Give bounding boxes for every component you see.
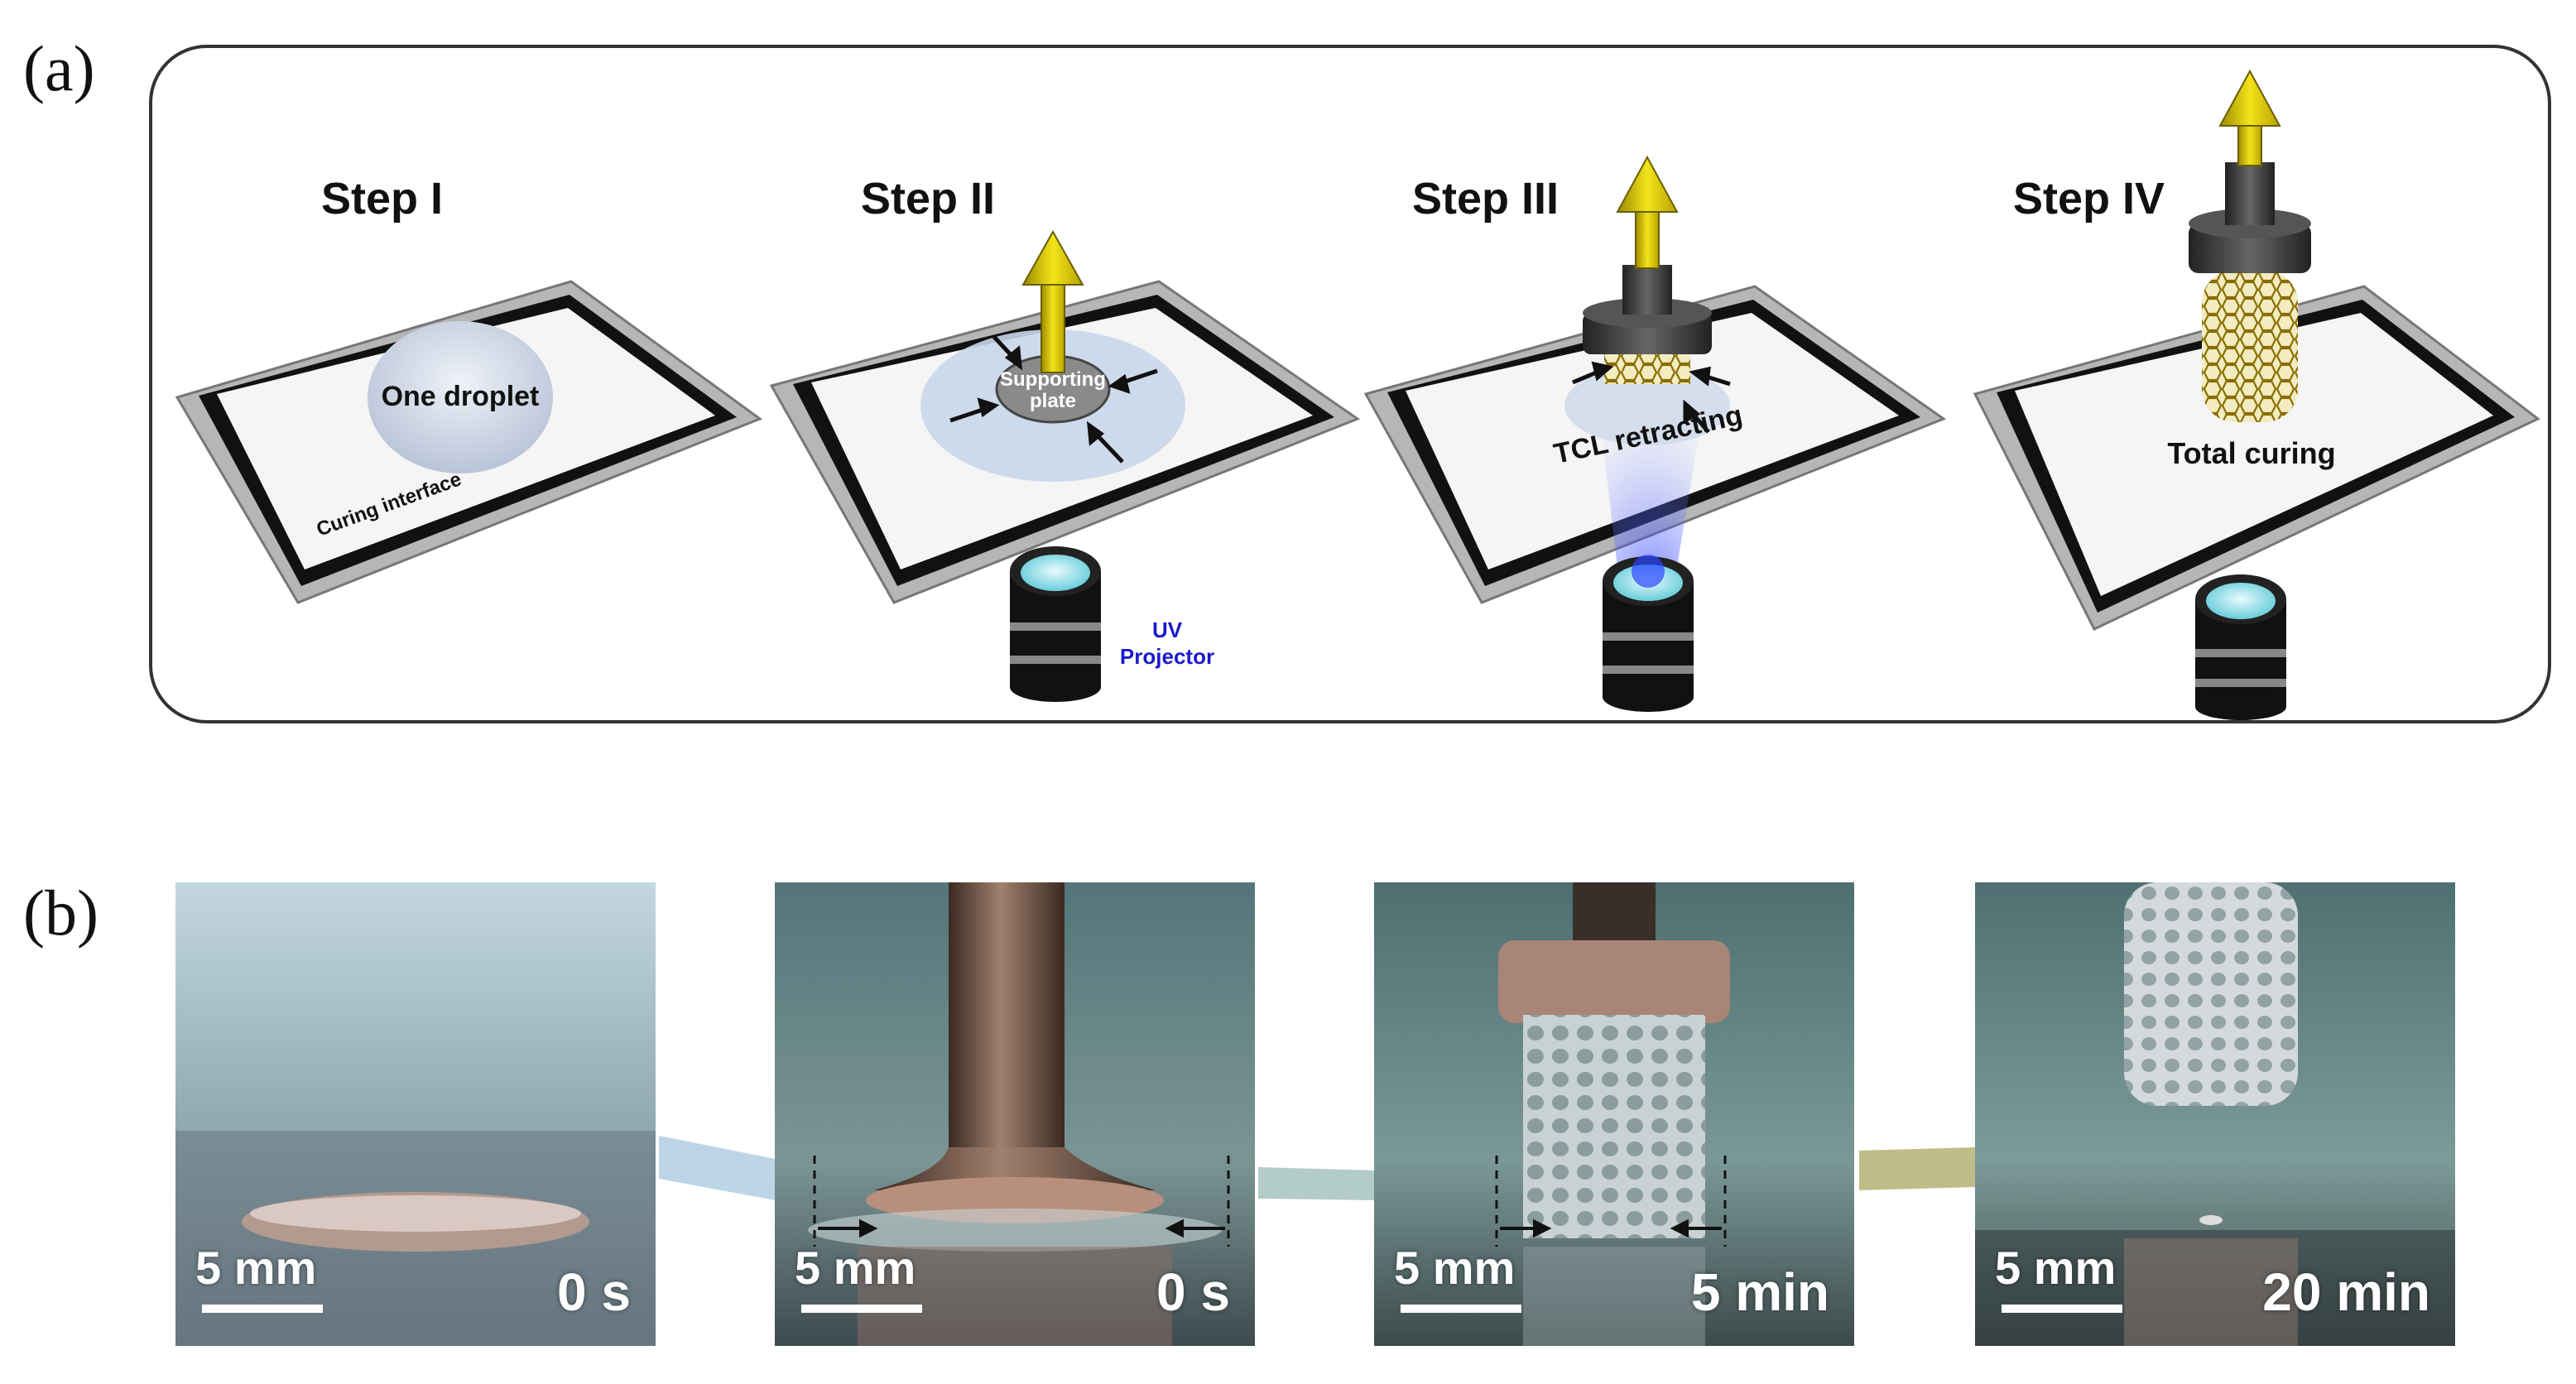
- scale-label: 5 mm: [1995, 1242, 2117, 1294]
- lift-arrow-icon: [1616, 155, 1679, 269]
- panel-label-b: (b): [23, 877, 99, 949]
- scale-bar: [1401, 1305, 1521, 1313]
- uv-projector-icon: [1010, 546, 1101, 702]
- photo-step-3: 5 mm 5 min: [1374, 882, 1854, 1346]
- holder-shaft: [2225, 162, 2275, 225]
- uv-projector-icon: [2195, 574, 2286, 720]
- step-2-title: Step II: [861, 174, 995, 223]
- step-4: Step IV Total curing: [1973, 69, 2540, 720]
- connector-1: [659, 1136, 775, 1200]
- scale-bar: [801, 1305, 922, 1313]
- cured-lattice: [1604, 351, 1690, 384]
- panel-label-a: (a): [23, 32, 95, 104]
- scale-bar: [202, 1305, 323, 1313]
- supporting-plate-label-2: plate: [1030, 390, 1076, 412]
- holder-photo: [1498, 940, 1730, 1023]
- stent-photo: [2124, 882, 2298, 1106]
- curing-interface: [2015, 313, 2493, 596]
- droplet-label: One droplet: [382, 381, 540, 412]
- inward-arrows: [949, 334, 1158, 464]
- time-label: 0 s: [557, 1262, 631, 1322]
- connector-2: [1258, 1167, 1374, 1200]
- scale-bar: [2002, 1305, 2122, 1313]
- photo-connectors: [659, 1136, 1975, 1200]
- process-diagram: Step I One droplet Curing interface Step…: [175, 69, 2540, 720]
- time-label: 5 min: [1690, 1262, 1829, 1322]
- step-3-title: Step III: [1412, 174, 1559, 223]
- step-1: Step I One droplet Curing interface: [175, 174, 763, 604]
- step-1-title: Step I: [321, 174, 443, 223]
- rod: [949, 882, 1065, 1164]
- time-label: 20 min: [2262, 1262, 2430, 1322]
- uv-projector-icon: [1603, 555, 1694, 712]
- scale-label: 5 mm: [1394, 1242, 1516, 1294]
- total-curing-label: Total curing: [2167, 436, 2335, 470]
- step-2: Step II Supporting plate UV Pr: [769, 174, 1361, 702]
- inward-arrows: [1572, 361, 1731, 434]
- lift-arrow-icon: [1021, 229, 1084, 373]
- step-4-title: Step IV: [2013, 174, 2165, 223]
- connector-3: [1859, 1147, 1975, 1190]
- cured-stent: [2202, 270, 2298, 422]
- scale-label: 5 mm: [795, 1242, 916, 1294]
- step-3: Step III TCL retracting: [1363, 155, 1947, 712]
- photo-step-4: 5 mm 20 min: [1975, 882, 2455, 1346]
- photo-step-1: 5 mm 0 s: [175, 882, 656, 1346]
- droplet: [368, 321, 553, 473]
- time-label: 0 s: [1156, 1262, 1230, 1322]
- projector-label: Projector: [1120, 644, 1214, 669]
- retracting-droplet: [1564, 366, 1730, 445]
- holder-shaft: [1622, 265, 1672, 315]
- photo-step-2: 5 mm 0 s: [775, 882, 1255, 1346]
- lattice-photo: [1523, 1015, 1705, 1238]
- uv-label: UV: [1152, 618, 1183, 642]
- uv-beam: [1598, 397, 1705, 596]
- lift-arrow-icon: [2218, 69, 2281, 166]
- scale-label: 5 mm: [195, 1242, 317, 1294]
